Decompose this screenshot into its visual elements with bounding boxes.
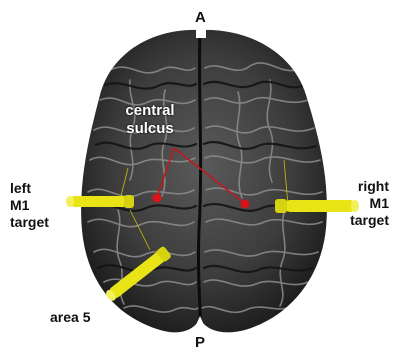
area5-label: area 5: [50, 309, 90, 326]
central-sulcus-label: central sulcus: [108, 102, 192, 138]
central-sulcus-line-1: central: [108, 102, 192, 120]
left-m1-probe: [66, 195, 134, 208]
right-label-line-2: M1: [350, 195, 389, 212]
anterior-notch: [196, 28, 206, 38]
right-label-line-3: target: [350, 212, 389, 229]
left-label-line-1: left: [10, 180, 49, 197]
right-label-line-1: right: [350, 178, 389, 195]
left-m1-marker: [153, 194, 162, 203]
right-m1-probe: [275, 199, 359, 213]
right-m1-target-label: right M1 target: [350, 178, 389, 229]
central-sulcus-line-2: sulcus: [108, 120, 192, 138]
left-m1-target-label: left M1 target: [10, 180, 49, 231]
left-label-line-3: target: [10, 214, 49, 231]
anterior-label: A: [195, 9, 206, 26]
left-label-line-2: M1: [10, 197, 49, 214]
right-m1-marker: [241, 200, 250, 209]
posterior-label: P: [195, 334, 205, 351]
